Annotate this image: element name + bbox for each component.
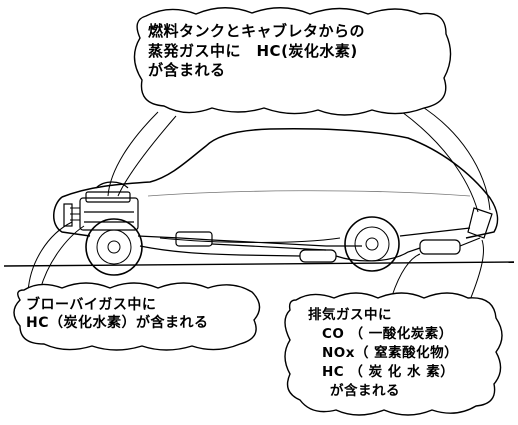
leader-lines-right (391, 239, 484, 301)
callout-right-line-2: CO （ 一酸化炭素） (322, 325, 453, 342)
callout-cloud-right (284, 292, 503, 416)
callout-left-line-1: ブローバイガス中に (26, 297, 157, 313)
callout-top-line-2: 蒸発ガス中に HC(炭化水素) (148, 41, 358, 60)
front-wheel (85, 218, 143, 276)
callout-right-line-1: 排気ガス中に (308, 307, 392, 323)
exhaust-system (139, 237, 481, 263)
car-body-outline (53, 128, 499, 239)
drivetrain (137, 231, 362, 251)
callout-right-line-4: HC （ 炭 化 水 素） (322, 363, 455, 380)
callout-fuel-evaporation: 燃料タンクとキャブレタからの 蒸発ガス中に HC(炭化水素) が含まれる (148, 22, 365, 81)
engine (63, 181, 139, 231)
callout-right-line-5: が含まれる (330, 382, 400, 399)
callout-top-line-3: が含まれる (148, 61, 226, 79)
callout-right-line-3: NOx（ 窒素酸化物） (322, 344, 459, 361)
leader-lines-top (107, 103, 491, 213)
car-beltline (147, 190, 471, 197)
callout-exhaust: 排気ガス中に CO （ 一酸化炭素） NOx（ 窒素酸化物） HC （ 炭 化 … (308, 306, 458, 400)
callout-left-line-2: HC（炭化水素）が含まれる (26, 315, 209, 332)
callout-cloud-top (133, 7, 452, 116)
fuel-tank (399, 207, 493, 239)
leader-lines-left (27, 221, 85, 293)
ground-line (3, 261, 515, 267)
callout-blowby: ブローバイガス中に HC（炭化水素）が含まれる (26, 296, 209, 332)
rear-wheel (344, 216, 400, 272)
callout-cloud-left (13, 282, 261, 351)
callout-top-line-1: 燃料タンクとキャブレタからの (148, 22, 366, 40)
